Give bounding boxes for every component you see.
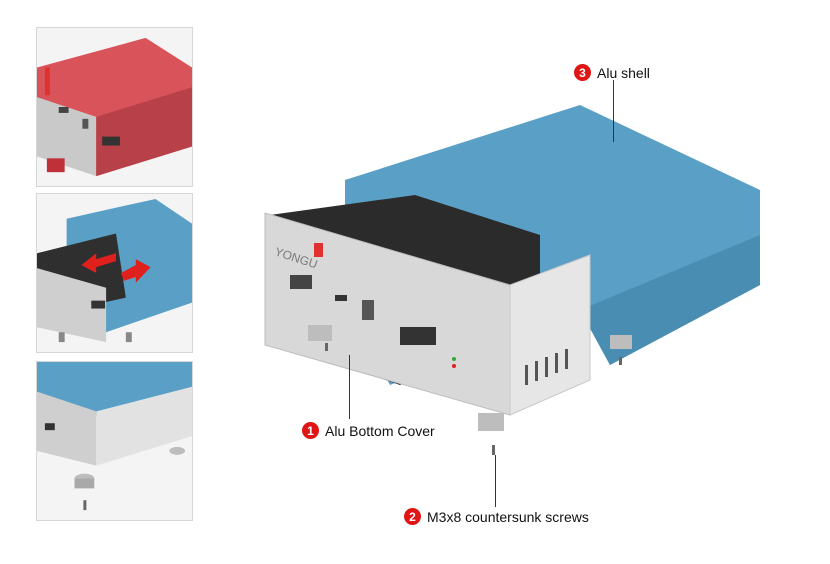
arrow-right-icon (120, 259, 151, 283)
com-port-icon (58, 107, 69, 113)
exploded-view-svg: YONGU (264, 105, 760, 455)
foot-icon (478, 413, 504, 431)
foot-icon (169, 446, 186, 455)
callout-alu-shell: 3 Alu shell (574, 64, 650, 81)
screw-icon (83, 500, 87, 511)
screw-icon (492, 445, 495, 455)
usb-port-icon (82, 118, 89, 129)
callout-label: Alu shell (597, 64, 650, 81)
front-panel (37, 268, 107, 343)
main-exploded-illustration: YONGU (240, 95, 800, 515)
thumbnail-screws-feet (36, 361, 193, 521)
foot-icon (46, 158, 65, 173)
callout-number-badge: 1 (302, 422, 319, 439)
arrow-left-icon (81, 253, 116, 273)
usb-port-icon (362, 300, 374, 320)
screw-icon (619, 357, 622, 365)
front-panel (37, 391, 97, 466)
callout-number-badge: 3 (574, 64, 591, 81)
brand-logo-mark (314, 243, 323, 257)
led-rx-icon (452, 357, 456, 361)
com-port-icon (290, 275, 312, 289)
leader-line-bottom-cover (349, 355, 350, 419)
lan-port-icon (400, 327, 436, 345)
thumbnail-assembled-red (36, 27, 193, 187)
screws-feet-illustration (37, 362, 192, 511)
side-panel (509, 254, 591, 416)
foot-icon (610, 335, 632, 349)
leader-line-shell (613, 80, 614, 142)
led-tx-icon (452, 364, 456, 368)
screw-icon (325, 343, 328, 351)
callout-number-badge: 2 (404, 508, 421, 525)
foot-icon (58, 332, 65, 343)
thumbnail-slide-shell (36, 193, 193, 353)
lan-port-icon (102, 136, 120, 146)
lan-port-icon (91, 300, 106, 309)
leader-line-screws (495, 455, 496, 507)
callout-label: Alu Bottom Cover (325, 422, 435, 439)
callout-alu-bottom-cover: 1 Alu Bottom Cover (302, 422, 435, 439)
vent-slots (525, 349, 568, 385)
side-panel (96, 386, 192, 466)
assembled-unit-illustration (37, 37, 192, 177)
shell-side (96, 87, 192, 177)
front-panel (37, 97, 97, 177)
callout-screws: 2 M3x8 countersunk screws (404, 508, 589, 525)
lan-port-icon (44, 423, 55, 431)
foot-icon (125, 332, 132, 343)
hdmi-port-icon (335, 295, 347, 301)
slide-shell-illustration (37, 198, 192, 343)
foot-icon (308, 325, 332, 341)
callout-label: M3x8 countersunk screws (427, 508, 589, 525)
brand-logo-strip (44, 67, 50, 96)
